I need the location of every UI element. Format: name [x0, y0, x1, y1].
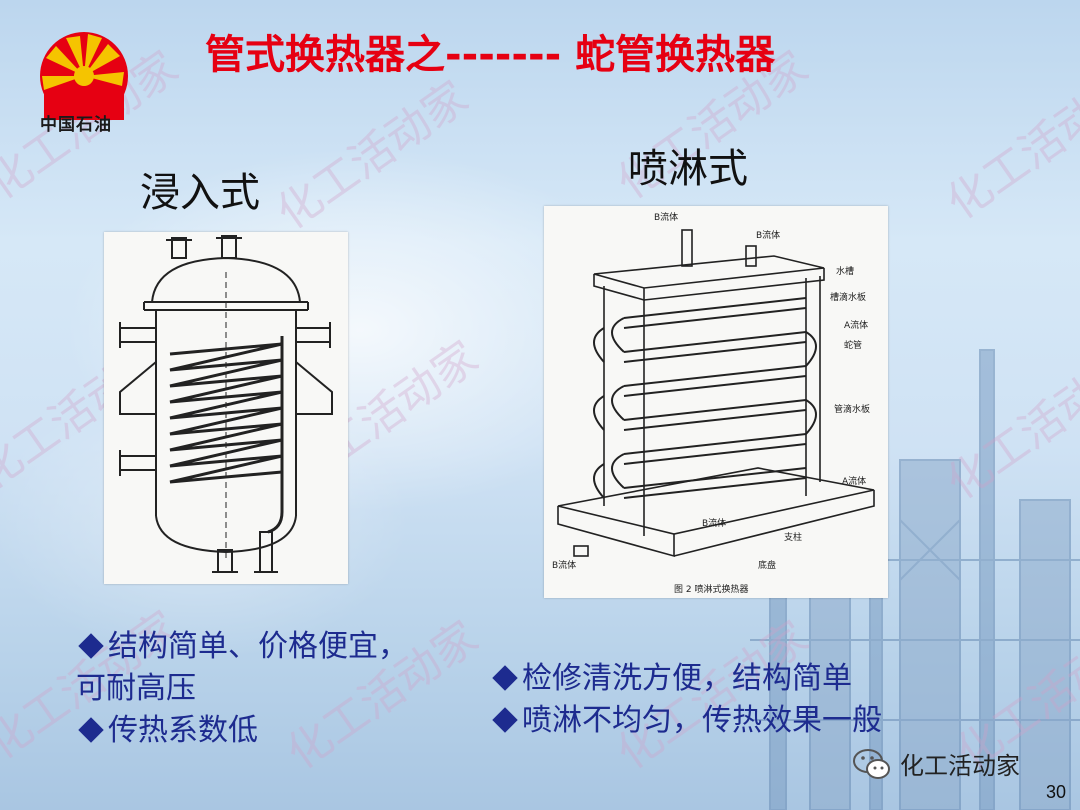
list-item: 检修清洗方便，结构简单	[490, 658, 990, 700]
diamond-bullet-icon	[78, 633, 104, 659]
list-item: 结构简单、价格便宜，	[76, 626, 476, 668]
list-item: 传热系数低	[76, 710, 476, 752]
label-b-fluid-top2: B流体	[756, 229, 780, 241]
label-basin: 底盘	[758, 559, 776, 571]
label-b-fluid-outlet: B流体	[552, 559, 576, 571]
label-water-tank: 水槽	[836, 265, 854, 277]
immersion-exchanger-drawing	[119, 235, 333, 573]
wechat-badge[interactable]: 化工活动家	[852, 746, 1020, 781]
diamond-bullet-icon	[78, 717, 104, 743]
page-number: 30	[1045, 782, 1066, 802]
page-title: 管式换热器之------- 蛇管换热器	[205, 32, 776, 78]
label-coil: 蛇管	[844, 339, 862, 351]
label-b-fluid-top1: B流体	[654, 211, 678, 223]
list-item: 喷淋不均匀，传热效果一般	[490, 700, 990, 742]
label-b-fluid-middle: B流体	[702, 517, 726, 529]
label-a-fluid-bottom: A流体	[842, 475, 866, 487]
immersion-coil-exchanger-figure	[104, 232, 348, 584]
list-item: 可耐高压	[76, 671, 196, 706]
petrochina-logo-icon	[40, 32, 128, 120]
spray-bullets: 检修清洗方便，结构简单 喷淋不均匀，传热效果一般	[490, 658, 990, 742]
spray-type-label: 喷淋式	[628, 146, 748, 192]
label-support: 支柱	[784, 531, 802, 543]
logo-text: 中国石油	[40, 115, 112, 134]
diamond-bullet-icon	[492, 665, 518, 691]
wechat-account-name: 化工活动家	[900, 752, 1020, 780]
immersion-type-label: 浸入式	[140, 170, 260, 216]
spray-exchanger-drawing: B流体 B流体 水槽 槽滴水板 A流体 蛇管 管滴水板 A流体 B流体 支柱 B…	[552, 211, 875, 595]
label-spray-plate: 槽滴水板	[830, 291, 866, 303]
label-a-fluid-top: A流体	[844, 319, 868, 331]
figure-caption: 图 2 喷淋式换热器	[674, 583, 748, 595]
label-drip-plate: 管滴水板	[834, 403, 870, 415]
spray-coil-exchanger-figure: B流体 B流体 水槽 槽滴水板 A流体 蛇管 管滴水板 A流体 B流体 支柱 B…	[544, 206, 888, 598]
wechat-icon	[853, 748, 890, 779]
immersion-bullets: 结构简单、价格便宜， 可耐高压 传热系数低	[76, 626, 476, 752]
diamond-bullet-icon	[492, 707, 518, 733]
